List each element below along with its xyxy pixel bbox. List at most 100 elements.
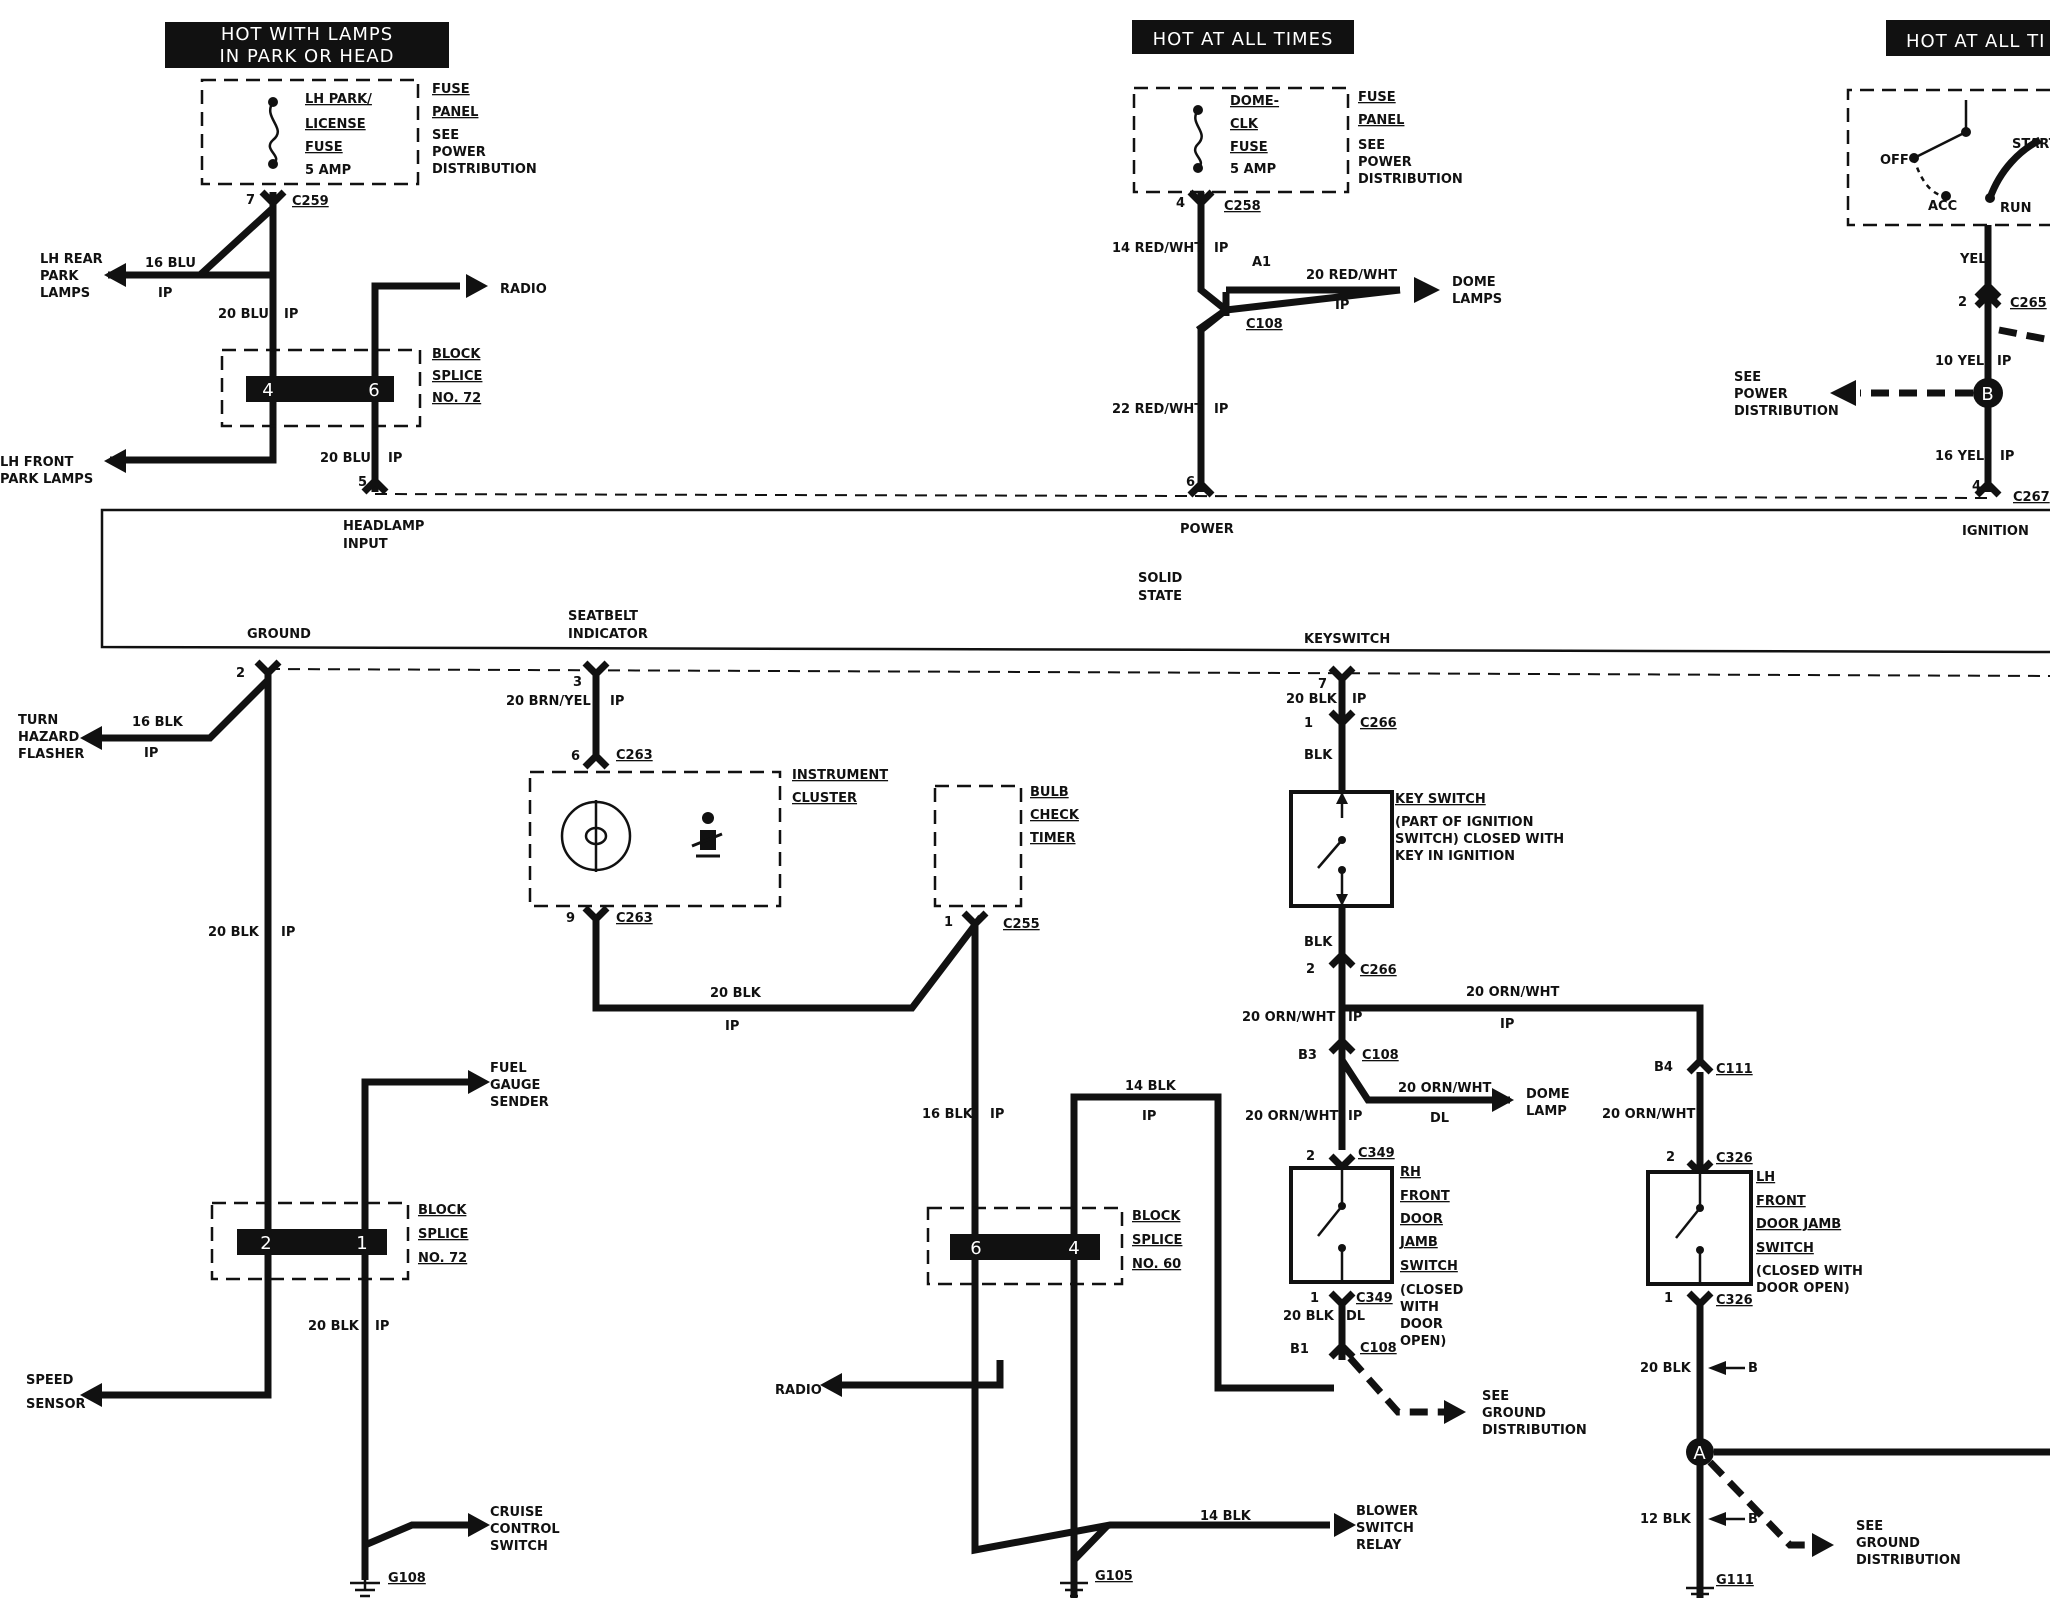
arrow-cruise-control — [468, 1513, 490, 1537]
connector-c259 — [259, 189, 287, 208]
arrow-dome-lamps — [1414, 277, 1440, 303]
connector-c263-bottom — [582, 905, 610, 924]
header-hot-park-head: HOT WITH LAMPS IN PARK OR HEAD — [165, 22, 449, 68]
wire-label: 20 BLK — [208, 925, 260, 940]
rh-switch-label: FRONT — [1400, 1189, 1450, 1204]
dest-label: SPEED — [26, 1373, 74, 1388]
fuse-panel-label: SEE — [432, 128, 459, 143]
fuse-panel-label: POWER — [1358, 155, 1412, 170]
dest-label: HAZARD — [18, 730, 79, 745]
connector-c258 — [1187, 189, 1215, 208]
rh-switch-label: WITH — [1400, 1300, 1439, 1315]
dest-label: CRUISE — [490, 1505, 543, 1520]
wire-label: 20 ORN/WHT — [1602, 1107, 1696, 1122]
connector-labels: C259 C258 C265 C267 C108 C263 C263 C255 … — [236, 193, 2050, 1357]
wire-label: 22 RED/WHT — [1112, 402, 1203, 417]
wire-label: 20 BLK — [1283, 1309, 1335, 1324]
solid-state-label: SOLID — [1138, 571, 1183, 586]
rh-switch-label: OPEN) — [1400, 1334, 1446, 1349]
dest-label: LAMP — [1526, 1104, 1567, 1119]
wire-label: 14 BLK — [1125, 1079, 1177, 1094]
cluster-label: INSTRUMENT — [792, 768, 888, 783]
wire-label: 20 BLK — [308, 1319, 360, 1334]
fuse-lh-park: LH PARK/ LICENSE FUSE 5 AMP FUSE PANEL S… — [200, 78, 537, 186]
fuse-line: CLK — [1230, 117, 1259, 132]
wire-label: IP — [990, 1107, 1004, 1122]
connector-keyswitch-pin — [1328, 665, 1356, 684]
pin-label: B3 — [1298, 1048, 1317, 1063]
wire-label: 20 ORN/WHT — [1242, 1010, 1336, 1025]
connector-c349-top — [1328, 1153, 1356, 1172]
ground-g108: G108 — [350, 1571, 426, 1598]
power-label: POWER — [1180, 522, 1234, 537]
rh-door-switch: RH FRONT DOOR JAMB SWITCH (CLOSED WITH D… — [1289, 1165, 1464, 1349]
connector-c266-bottom — [1328, 950, 1356, 969]
arrow-radio-lower — [820, 1373, 842, 1397]
connector-pin-5 — [361, 476, 389, 495]
splice-pin: 4 — [1068, 1238, 1079, 1259]
c263-label: C263 — [616, 748, 653, 763]
dest-label: SWITCH — [490, 1539, 548, 1554]
c259-label: C259 — [292, 194, 329, 209]
dest-label: SEE — [1482, 1389, 1509, 1404]
dest-label: GAUGE — [490, 1078, 540, 1093]
block-splice-72-lower: 2 1 BLOCK SPLICE NO. 72 — [210, 1201, 468, 1281]
pin-label: 2 — [1666, 1150, 1675, 1165]
timer-label: BULB — [1030, 785, 1069, 800]
wire-label: IP — [2000, 449, 2014, 464]
arrow-blower-relay — [1334, 1513, 1356, 1537]
wire-label: IP — [1214, 402, 1228, 417]
wire-label: 16 BLK — [132, 715, 184, 730]
fuse-panel-label: PANEL — [1358, 113, 1404, 128]
wire-label: 20 ORN/WHT — [1398, 1081, 1492, 1096]
dest-label: LH REAR — [40, 252, 103, 267]
wire-label: 16 BLU — [145, 256, 196, 271]
ground-label: GROUND — [247, 627, 311, 642]
wire-label: IP — [1348, 1010, 1362, 1025]
rh-switch-label: (CLOSED — [1400, 1283, 1464, 1298]
pin-label: B1 — [1290, 1342, 1309, 1357]
wire-label: 14 RED/WHT — [1112, 241, 1203, 256]
c326-label: C326 — [1716, 1151, 1753, 1166]
wire-label: 20 BLU — [320, 451, 371, 466]
fuse-panel-label: SEE — [1358, 138, 1385, 153]
ignition-label: IGNITION — [1962, 524, 2029, 539]
fuse-line: LICENSE — [305, 117, 366, 132]
pin-label: 7 — [1318, 677, 1327, 692]
timer-label: CHECK — [1030, 808, 1080, 823]
pin-label: 4 — [1972, 479, 1981, 494]
fuse-panel-label: PANEL — [432, 105, 478, 120]
lower-wiring — [80, 659, 2050, 1598]
fuse-panel-label: FUSE — [432, 82, 470, 97]
wire-label: IP — [144, 746, 158, 761]
splice-pin: 1 — [356, 1233, 367, 1254]
instrument-cluster: INSTRUMENT CLUSTER — [528, 768, 888, 908]
connector-c255 — [961, 910, 989, 929]
dest-label: PARK — [40, 269, 79, 284]
pin-label: 5 — [358, 475, 367, 490]
c255-label: C255 — [1003, 917, 1040, 932]
ground-label: G105 — [1095, 1569, 1133, 1584]
wire-label: BLK — [1304, 935, 1333, 950]
ign-off-label: OFF — [1880, 153, 1909, 168]
bulb-check-timer: BULB CHECK TIMER — [933, 784, 1080, 908]
cluster-label: CLUSTER — [792, 791, 857, 806]
wire-label: IP — [1335, 298, 1349, 313]
wire-labels: 16 BLU IP 20 BLU IP 20 BLU IP 14 RED/WHT… — [132, 241, 2014, 1527]
c349-label: C349 — [1358, 1146, 1395, 1161]
dest-label: POWER — [1734, 387, 1788, 402]
key-switch-label: KEY IN IGNITION — [1395, 849, 1515, 864]
connector-c108-b1 — [1328, 1341, 1356, 1360]
pin-label: 2 — [1958, 295, 1967, 310]
c108-label: C108 — [1360, 1341, 1397, 1356]
wire-label: 16 BLK — [922, 1107, 974, 1122]
solid-state-module: SOLID STATE HEADLAMP INPUT POWER IGNITIO… — [100, 493, 2050, 677]
splice-a — [1686, 1438, 1714, 1466]
ignition-switch: OFF ACC RUN START — [1846, 88, 2050, 227]
header-text: HOT AT ALL TI — [1906, 31, 2045, 52]
header-hot-all-times-2: HOT AT ALL TI — [1886, 20, 2050, 56]
dest-label: SENSOR — [26, 1397, 86, 1412]
pin-label: 2 — [236, 666, 245, 681]
wire-label: IP — [1214, 241, 1228, 256]
